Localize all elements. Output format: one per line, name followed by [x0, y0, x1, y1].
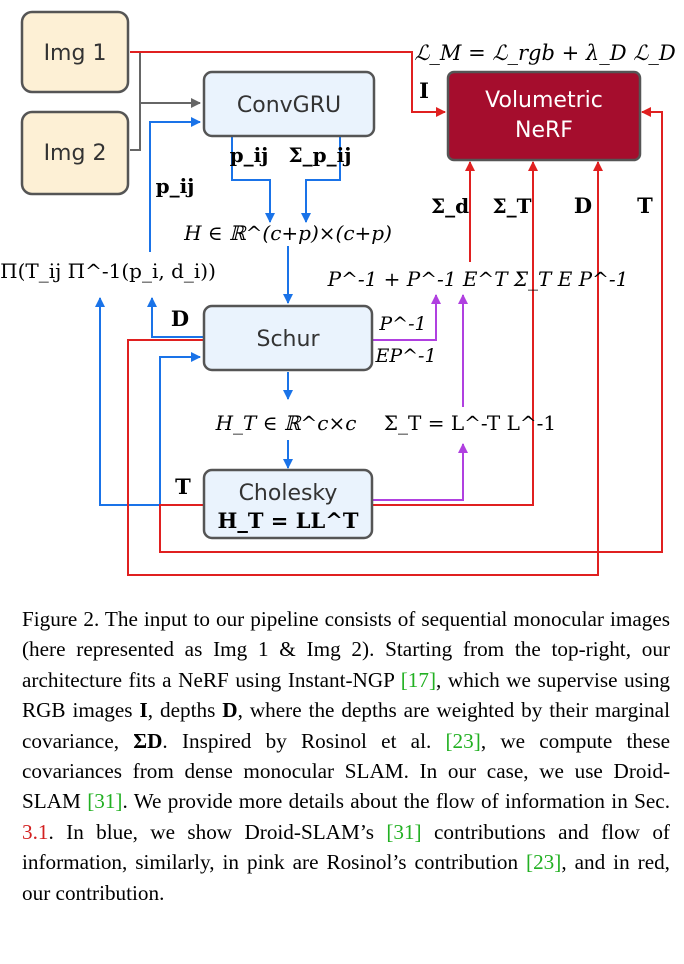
- edge-cholesky-sigma: [372, 443, 468, 501]
- symbol-I: I: [139, 698, 148, 723]
- edge-schur-pinv: [372, 294, 441, 341]
- schur-box: [202, 304, 374, 372]
- convgru-label: ConvGRU: [237, 93, 341, 118]
- symbol-sigma-D: ΣD: [133, 728, 163, 753]
- label-D-left: D: [171, 306, 189, 331]
- edge-convgru-pij: [231, 137, 275, 223]
- edge-proj-convgru: [149, 117, 201, 252]
- label-EP-inv: EP^-1: [374, 345, 436, 367]
- section-ref[interactable]: 3.1: [22, 819, 49, 844]
- label-sigma-T-top: Σ_T: [492, 194, 531, 218]
- citation-23b[interactable]: [23]: [526, 850, 562, 875]
- loss-label: ℒ_M = ℒ_rgb + λ_D ℒ_D: [414, 41, 676, 65]
- img2-label: Img 2: [44, 141, 107, 166]
- caption-text-9: contributions and flow of information, s…: [22, 819, 670, 875]
- cholesky-formula: H_T = LL^T: [218, 508, 359, 533]
- nerf-box: [446, 70, 642, 162]
- label-sigma-p-ij: Σ_p_ij: [289, 143, 352, 167]
- label-marginal: P^-1 + P^-1 E^T Σ_T E P^-1: [327, 267, 629, 291]
- label-P-inv: P^-1: [378, 313, 426, 335]
- pipeline-diagram: Img 1 Img 2 ConvGRU Volumetric NeRF Schu…: [0, 10, 676, 576]
- img2-box: [20, 110, 130, 196]
- citation-31a[interactable]: [31]: [87, 789, 123, 814]
- caption-text-6: , we compute these covariances from dens…: [22, 728, 670, 814]
- cholesky-label: Cholesky: [239, 481, 338, 506]
- citation-23a[interactable]: [23]: [445, 728, 481, 753]
- label-T-right: T: [637, 193, 653, 218]
- label-sigma-d: Σ_d: [431, 194, 469, 218]
- convgru-box: [202, 70, 376, 138]
- label-I: I: [419, 78, 429, 103]
- caption-text-8: . In blue, we show Droid-SLAM’s: [48, 819, 387, 844]
- symbol-D: D: [222, 698, 238, 723]
- edge-cholesky-nerf-t: [159, 107, 663, 553]
- caption-text-4: , where the depths are weighted by their…: [22, 698, 670, 753]
- nerf-label-2: NeRF: [515, 118, 573, 143]
- edge-img1-convgru: [130, 51, 201, 108]
- edge-img1-nerf: [130, 51, 446, 117]
- caption-text-7: . We provide more details about the flow…: [122, 789, 671, 814]
- label-H: H ∈ ℝ^(c+p)×(c+p): [183, 221, 392, 245]
- nerf-label-1: Volumetric: [485, 88, 603, 113]
- cholesky-box: [202, 468, 374, 540]
- edge-convgru-sigma: [301, 137, 341, 223]
- caption-text-1: Figure 2. The input to our pipeline cons…: [22, 607, 670, 692]
- caption-text-3: , depths: [147, 698, 223, 723]
- figure-caption: Figure 2. The input to our pipeline cons…: [22, 604, 670, 908]
- caption-text-2: , which we supervise using RGB images: [22, 667, 671, 723]
- label-D-right: D: [574, 193, 592, 218]
- label-p-ij: p_ij: [230, 143, 269, 167]
- edge-img2-convgru: [130, 103, 141, 151]
- caption-text-5: . Inspired by Rosinol et al.: [162, 728, 446, 753]
- schur-label: Schur: [257, 327, 321, 352]
- citation-17[interactable]: [17]: [400, 667, 437, 692]
- img1-label: Img 1: [44, 41, 107, 66]
- caption-text-10: , and in red, our contribution.: [22, 850, 670, 905]
- label-projection: Π(T_ij Π^-1(p_i, d_i)): [0, 259, 216, 283]
- img1-box: [20, 10, 130, 94]
- edge-t-schur: [159, 352, 201, 505]
- label-sigma-T-eq: Σ_T = L^-T L^-1: [384, 411, 556, 435]
- edge-schur-nerf-d: [127, 161, 603, 576]
- label-p-ij-left: p_ij: [156, 174, 195, 198]
- edge-schur-proj-d: [147, 297, 205, 338]
- citation-31b[interactable]: [31]: [386, 819, 422, 844]
- edge-cholesky-nerf-sigma: [372, 161, 538, 506]
- label-T-left: T: [175, 474, 191, 499]
- label-H-T: H_T ∈ ℝ^c×c: [215, 411, 357, 435]
